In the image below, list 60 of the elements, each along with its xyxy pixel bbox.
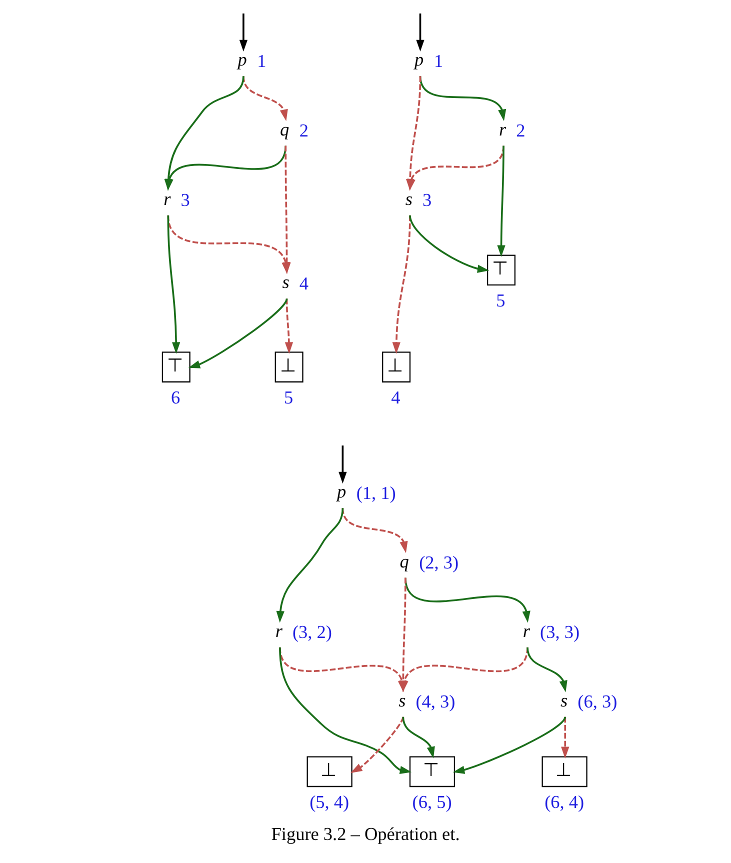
node-label: 3 xyxy=(422,190,432,210)
arrow xyxy=(342,508,408,554)
node-label: 5 xyxy=(496,290,506,310)
node-label: (3, 2) xyxy=(292,622,332,642)
arrow xyxy=(452,716,566,774)
arrow xyxy=(350,716,404,773)
arrow xyxy=(338,446,347,484)
node-text: r xyxy=(498,119,506,140)
arrow xyxy=(409,215,490,273)
arrow xyxy=(402,716,435,758)
node-label: 5 xyxy=(284,387,294,408)
node-text: p xyxy=(336,482,346,502)
arrow xyxy=(276,508,344,623)
node-box: ⊤ xyxy=(162,352,190,382)
node-box: ⊥ xyxy=(382,352,411,382)
arrow xyxy=(167,215,180,354)
node-label: (1, 1) xyxy=(356,482,396,503)
arrow xyxy=(561,716,570,758)
node-label: 3 xyxy=(180,190,190,210)
node-box: ⊥ xyxy=(274,352,304,382)
arrow xyxy=(188,298,288,368)
node-label: (6, 4) xyxy=(544,792,584,812)
node-label: (6, 3) xyxy=(578,692,618,712)
node-text: p xyxy=(238,50,247,70)
node-label: 2 xyxy=(516,120,526,140)
node-label: (4, 3) xyxy=(416,692,456,712)
arrow xyxy=(419,76,506,122)
node-box: ⊥ xyxy=(542,756,588,788)
node-text: r xyxy=(164,188,171,209)
node-text: s xyxy=(398,690,406,710)
arrow xyxy=(392,215,411,354)
node-box: ⊤ xyxy=(409,756,456,788)
node-label: 6 xyxy=(171,387,180,408)
arrow xyxy=(239,14,248,52)
node-text: q xyxy=(280,119,290,140)
node-text: s xyxy=(405,188,413,209)
node-box: ⊥ xyxy=(306,756,352,788)
node-label: (6, 5) xyxy=(412,792,452,812)
arrow xyxy=(284,298,294,354)
node-text: r xyxy=(522,620,530,641)
node-label: 4 xyxy=(299,273,308,294)
node-text: p xyxy=(414,50,424,70)
node-label: (2, 3) xyxy=(419,552,459,572)
arrow xyxy=(526,647,568,692)
node-label: 1 xyxy=(257,50,266,71)
node-label: 4 xyxy=(391,387,400,408)
arrow xyxy=(279,647,412,774)
arrow xyxy=(416,14,424,52)
node-label: 2 xyxy=(299,120,308,140)
arrow xyxy=(497,146,506,257)
node-label: 1 xyxy=(434,50,444,71)
node-text: s xyxy=(560,690,568,710)
node-box: ⊤ xyxy=(486,254,516,286)
node-text: q xyxy=(400,551,409,572)
caption: Figure 3.2 – Opération et. xyxy=(271,824,460,844)
node-label: (3, 3) xyxy=(540,622,580,642)
arrow xyxy=(242,76,288,122)
node-text: s xyxy=(282,272,290,292)
node-text: r xyxy=(275,620,282,641)
node-label: (5, 4) xyxy=(310,792,350,812)
